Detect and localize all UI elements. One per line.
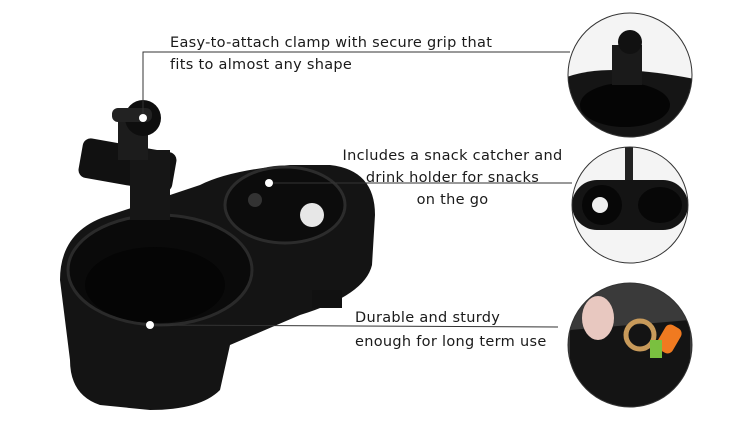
callout-line: Includes a snack catcher and: [342, 148, 563, 164]
detail-snack-catcher-image: [572, 147, 688, 263]
detail-in-use-image: [568, 283, 692, 407]
callout-dot: [265, 179, 273, 187]
callout-line: enough for long term use: [355, 334, 547, 350]
callout-line: drink holder for snacks: [365, 170, 540, 186]
callout-dot: [146, 321, 154, 329]
leader-lines: [142, 51, 572, 328]
callout-line: fits to almost any shape: [170, 57, 353, 73]
callout-line: Easy-to-attach clamp with secure grip th…: [170, 35, 493, 51]
cup-holder-tray: [60, 165, 375, 410]
callout-line: on the go: [416, 192, 489, 208]
clamp: [78, 100, 177, 220]
callout-durable: Durable and sturdy enough for long term …: [355, 306, 547, 354]
detail-clamp-image: [568, 13, 692, 137]
callout-clamp: Easy-to-attach clamp with secure grip th…: [170, 32, 492, 76]
callout-line: Durable and sturdy: [355, 310, 501, 326]
callout-dot: [139, 114, 147, 122]
callout-snack-catcher: Includes a snack catcher and drink holde…: [335, 145, 570, 211]
